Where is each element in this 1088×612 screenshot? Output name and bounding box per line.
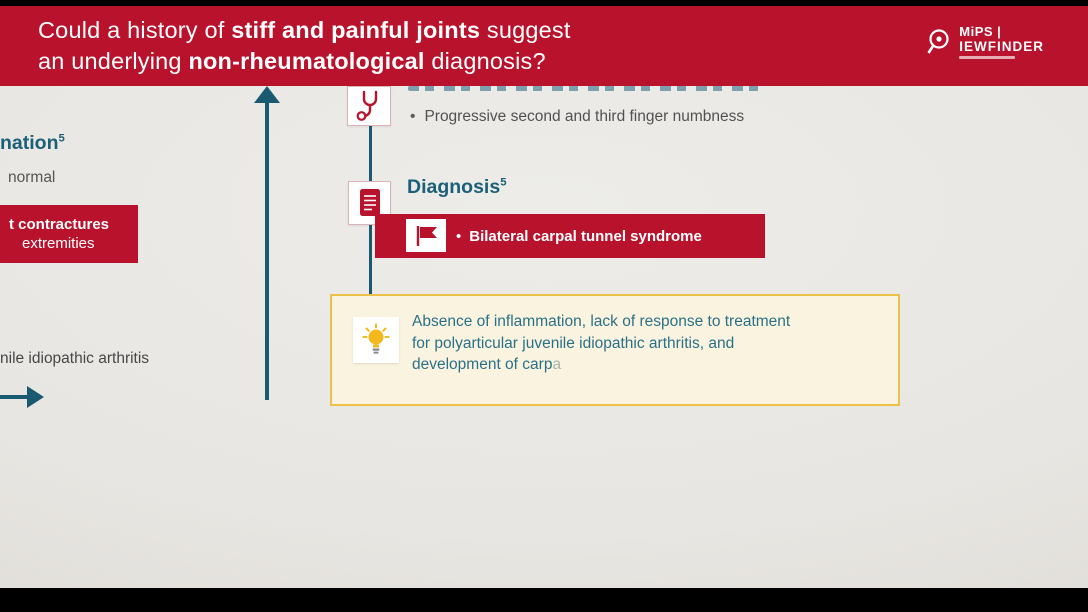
vertical-arrow-head-up xyxy=(254,86,280,103)
slide-stage: Could a history of stiff and painful joi… xyxy=(0,6,1088,588)
contractures-red-box: t contractures extremities xyxy=(0,205,138,263)
horizontal-arrow-head-right xyxy=(27,386,44,408)
header-line2-post: diagnosis? xyxy=(424,48,546,74)
examination-normal-text: normal xyxy=(8,169,56,186)
redbox-line2: extremities xyxy=(22,235,95,252)
horizontal-arrow-line xyxy=(0,395,29,399)
diagnosis-banner: • Bilateral carpal tunnel syndrome xyxy=(375,214,765,258)
header-line2-bold: non-rheumatological xyxy=(188,48,425,74)
logo-text-top: MiPS | xyxy=(959,24,1002,39)
stethoscope-icon-box xyxy=(347,86,391,126)
vertical-arrow-line xyxy=(265,102,269,400)
examination-label-text: nation xyxy=(0,132,59,154)
document-icon-box xyxy=(348,181,391,225)
letterbox-bottom xyxy=(0,588,1088,612)
diagnosis-heading: Diagnosis5 xyxy=(407,176,506,199)
redbox-line1: t contractures xyxy=(9,216,110,233)
header-line1-bold: stiff and painful joints xyxy=(231,17,481,43)
header-line1: Could a history of stiff and painful joi… xyxy=(38,15,571,46)
logo-text: MiPS | IEWFINDER xyxy=(959,24,1044,59)
juvenile-idiopathic-arthritis-text: nile idiopathic arthritis xyxy=(0,350,150,367)
symptom-bullet-row: • Progressive second and third finger nu… xyxy=(410,108,744,126)
clipped-text-fragment xyxy=(408,86,764,91)
insight-callout-box: Absence of inflammation, lack of respons… xyxy=(330,294,900,406)
document-icon xyxy=(359,189,380,216)
header-line2-pre: an underlying xyxy=(38,48,189,74)
banner-text-row: • Bilateral carpal tunnel syndrome xyxy=(456,214,702,258)
lightbulb-icon-box xyxy=(353,317,399,363)
insight-line2: for polyarticular juvenile idiopathic ar… xyxy=(412,334,735,352)
bullet-glyph: • xyxy=(410,108,416,125)
letterbox-top xyxy=(0,0,1088,6)
diagnosis-superscript: 5 xyxy=(500,176,507,189)
insight-line1: Absence of inflammation, lack of respons… xyxy=(412,313,791,330)
insight-line3: development of carpa xyxy=(412,354,900,376)
typing-character: a xyxy=(552,356,562,373)
flag-icon-box xyxy=(406,219,446,252)
banner-text: Bilateral carpal tunnel syndrome xyxy=(469,227,702,245)
examination-superscript: 5 xyxy=(58,132,65,145)
stethoscope-icon xyxy=(356,90,378,121)
logo-tagline xyxy=(959,56,1016,59)
bullet-glyph: • xyxy=(456,227,462,245)
diagnosis-heading-text: Diagnosis xyxy=(407,176,501,198)
insight-line3-text: development of carp xyxy=(412,356,553,373)
header-line1-pre: Could a history of xyxy=(38,17,232,43)
viewfinder-logo: MiPS | IEWFINDER xyxy=(925,24,1044,59)
flag-icon xyxy=(416,225,437,246)
symptom-text: Progressive second and third finger numb… xyxy=(424,108,745,125)
logo-text-bottom: IEWFINDER xyxy=(959,39,1044,54)
examination-label: nation5 xyxy=(0,132,65,155)
header-line1-post: suggest xyxy=(480,17,571,43)
header-line2: an underlying non-rheumatological diagno… xyxy=(38,46,571,77)
lightbulb-icon xyxy=(362,323,390,354)
insight-text: Absence of inflammation, lack of respons… xyxy=(412,311,900,376)
header-question: Could a history of stiff and painful joi… xyxy=(38,15,571,77)
question-header: Could a history of stiff and painful joi… xyxy=(0,6,1088,86)
magnifier-eye-icon xyxy=(927,28,949,54)
